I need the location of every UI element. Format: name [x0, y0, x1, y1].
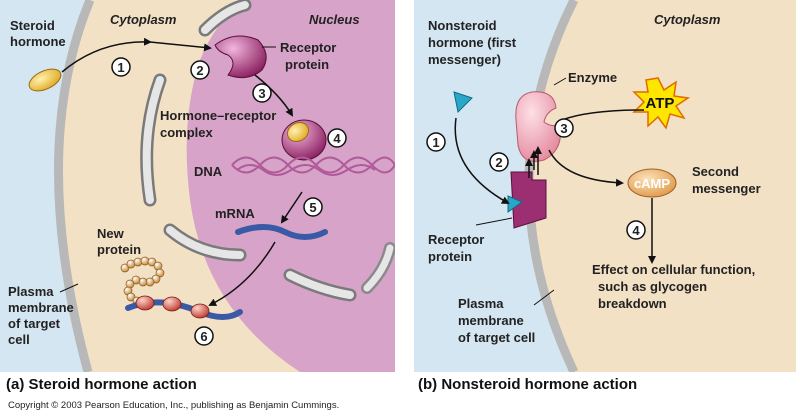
svg-text:1: 1	[117, 60, 124, 75]
svg-text:6: 6	[200, 329, 207, 344]
label-enzyme: Enzyme	[568, 70, 617, 85]
step-3-badge: 3	[252, 83, 272, 103]
label-complex-1: Hormone–receptor	[160, 108, 276, 123]
label-plasma-b-2: membrane	[458, 313, 524, 328]
label-plasma-membrane-1: Plasma	[8, 284, 54, 299]
caption-steroid: (a) Steroid hormone action	[6, 376, 197, 393]
panel-b-arrows	[454, 117, 656, 264]
label-effect-1: Effect on cellular function,	[592, 262, 755, 277]
label-second-messenger-2: messenger	[692, 181, 761, 196]
svg-text:2: 2	[196, 63, 203, 78]
nucleus	[186, 0, 395, 372]
panel-a-arrows	[61, 37, 303, 306]
label-cytoplasm-b: Cytoplasm	[654, 12, 721, 27]
label-mrna: mRNA	[215, 206, 255, 221]
label-effect-3: breakdown	[598, 296, 667, 311]
label-plasma-membrane-2: membrane	[8, 300, 74, 315]
label-nucleus: Nucleus	[309, 12, 360, 27]
panel-a-step-badges: 1 2 3 4 5 6	[111, 57, 347, 346]
receptor-protein-shape	[214, 35, 267, 79]
label-plasma-membrane-4: cell	[8, 332, 30, 347]
camp-oval: cAMP	[627, 168, 677, 198]
label-nonsteroid-1: Nonsteroid	[428, 18, 497, 33]
panel-steroid-action: 1 2 3 4 5 6 Steroid hormone Cytoplasm Nu…	[0, 0, 396, 374]
copyright-notice: Copyright © 2003 Pearson Education, Inc.…	[8, 400, 340, 411]
step-1-badge: 1	[111, 57, 131, 77]
receptor-protein-shape-b	[510, 171, 547, 229]
label-nonsteroid-2: hormone (first	[428, 35, 517, 50]
svg-text:4: 4	[333, 131, 341, 146]
nonsteroid-diagram: ATP cAMP 1 2 3 4 Nonsteroid hormone (fir…	[414, 0, 796, 374]
first-messenger-shape	[453, 91, 473, 114]
label-dna: DNA	[194, 164, 223, 179]
label-new-protein-2: protein	[97, 242, 141, 257]
label-plasma-b-1: Plasma	[458, 296, 504, 311]
svg-text:4: 4	[632, 223, 640, 238]
step-2-badge: 2	[190, 60, 210, 80]
label-second-messenger-1: Second	[692, 164, 739, 179]
label-cytoplasm: Cytoplasm	[110, 12, 177, 27]
label-plasma-b-3: of target cell	[458, 330, 535, 345]
hormone-receptor-complex-shape	[281, 119, 327, 161]
label-plasma-membrane-3: of target	[8, 316, 61, 331]
steroid-diagram: 1 2 3 4 5 6 Steroid hormone Cytoplasm Nu…	[0, 0, 396, 374]
atp-burst: ATP	[632, 77, 691, 130]
label-nonsteroid-3: messenger)	[428, 52, 501, 67]
label-steroid-hormone-2: hormone	[10, 34, 66, 49]
atp-label: ATP	[646, 95, 675, 112]
svg-text:2: 2	[495, 155, 502, 170]
step-4-badge: 4	[327, 128, 347, 148]
plasma-membrane	[54, 0, 95, 374]
mrna-strand	[235, 224, 328, 240]
new-protein-shape	[120, 256, 243, 320]
label-complex-2: complex	[160, 125, 214, 140]
camp-label: cAMP	[634, 176, 670, 191]
label-receptor-protein-2: protein	[285, 57, 329, 72]
svg-text:3: 3	[258, 86, 265, 101]
panel-nonsteroid-action: ATP cAMP 1 2 3 4 Nonsteroid hormone (fir…	[414, 0, 796, 374]
steroid-hormone-shape	[28, 68, 62, 92]
label-receptor-b-2: protein	[428, 249, 472, 264]
step-5-badge: 5	[303, 197, 323, 217]
label-effect-2: such as glycogen	[598, 279, 707, 294]
svg-text:5: 5	[309, 200, 316, 215]
label-new-protein-1: New	[97, 226, 125, 241]
step-6-badge: 6	[194, 326, 214, 346]
label-receptor-b-1: Receptor	[428, 232, 484, 247]
caption-nonsteroid: (b) Nonsteroid hormone action	[418, 376, 638, 393]
label-steroid-hormone-1: Steroid	[10, 18, 55, 33]
dna-helix	[231, 156, 396, 176]
step-b-2-badge: 2	[489, 152, 509, 172]
enzyme-shape	[515, 91, 562, 162]
label-receptor-protein-1: Receptor	[280, 40, 336, 55]
svg-text:3: 3	[560, 121, 567, 136]
step-b-1-badge: 1	[426, 132, 446, 152]
panel-b-step-badges: 1 2 3 4	[426, 118, 646, 240]
svg-text:1: 1	[432, 135, 439, 150]
step-b-3-badge: 3	[554, 118, 574, 138]
step-b-4-badge: 4	[626, 220, 646, 240]
